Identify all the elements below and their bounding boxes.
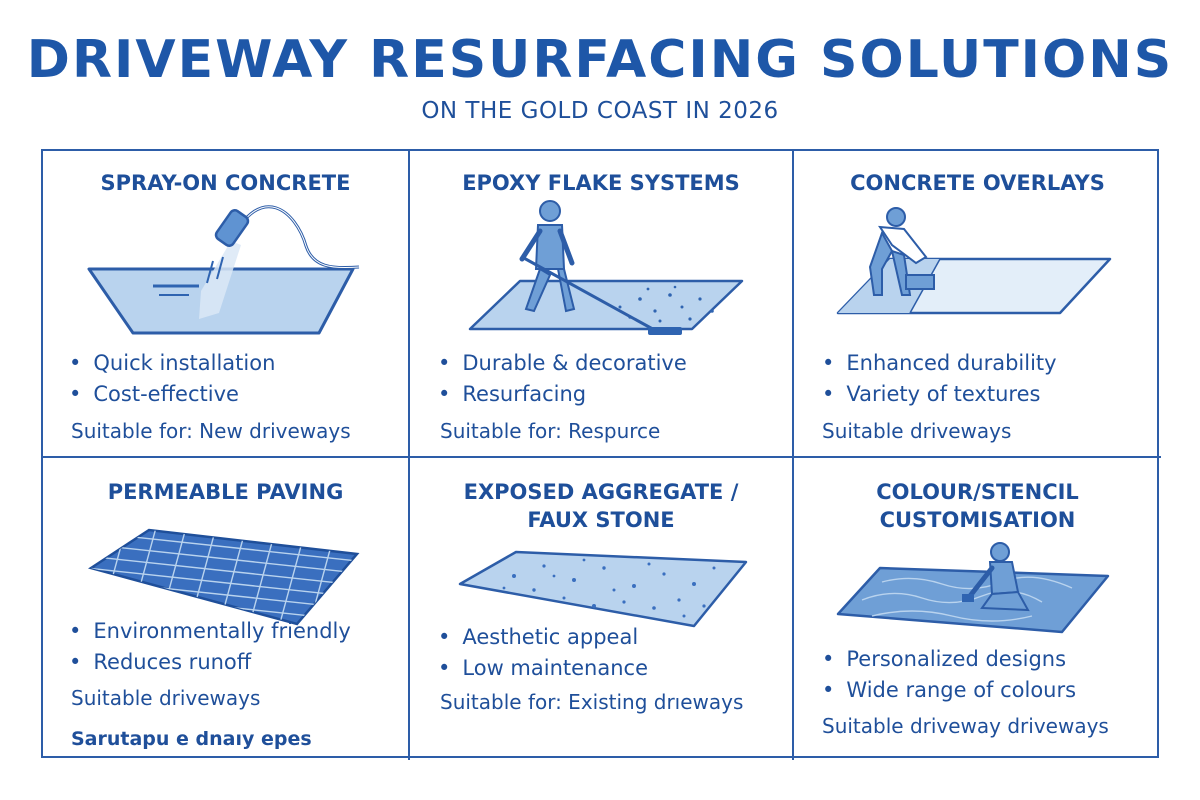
suitable-for: Suitable for: Respurce xyxy=(440,419,661,443)
card-spray-on-concrete: SPRAY-ON CONCRETE Quick installation Cos… xyxy=(43,151,410,458)
bullet-item: Enhanced durability xyxy=(822,348,1056,379)
bullet-item: Environmentally friendly xyxy=(69,616,350,647)
card-title: EPOXY FLAKE SYSTEMS xyxy=(462,171,740,195)
card-bullets: Aesthetic appeal Low maintenance xyxy=(438,622,648,684)
card-title: COLOUR/STENCIL xyxy=(876,480,1079,504)
solutions-grid: SPRAY-ON CONCRETE Quick installation Cos… xyxy=(41,149,1161,760)
card-exposed-aggregate: EXPOSED AGGREGATE / FAUX STONE Aesthetic… xyxy=(410,458,794,760)
spray-nozzle-icon xyxy=(87,205,360,335)
card-title: CONCRETE OVERLAYS xyxy=(850,171,1105,195)
card-title: PERMEABLE PAVING xyxy=(107,480,344,504)
suitable-for: Suitable for: Existing drıeways xyxy=(440,690,744,714)
card-permeable-paving: PERMEABLE PAVING xyxy=(43,458,410,760)
page-subtitle: ON THE GOLD COAST IN 2026 xyxy=(421,98,779,124)
suitable-for: Suitable driveways xyxy=(822,419,1012,443)
card-bullets: Personalized designs Wide range of colou… xyxy=(822,644,1076,706)
page-title: DRIVEWAY RESURFACING SOLUTIONS xyxy=(26,30,1174,90)
card-bullets: Enhanced durability Variety of textures xyxy=(822,348,1057,410)
bullet-item: Personalized designs xyxy=(822,644,1076,675)
suitable-for: Suitable driveways xyxy=(71,686,261,710)
bullet-item: Low maintenance xyxy=(438,653,648,684)
bullet-item: Aesthetic appeal xyxy=(438,622,648,653)
worker-trowel-icon xyxy=(836,207,1112,315)
bullet-item: Resurfacing xyxy=(438,379,687,410)
card-title-line2: FAUX STONE xyxy=(527,508,675,532)
bullet-item: Cost-effective xyxy=(69,379,275,410)
bullet-item: Quick installation xyxy=(69,348,275,379)
card-bullets: Environmentally friendly Reduces runoff xyxy=(69,616,351,678)
aggregate-slab-icon xyxy=(458,550,748,628)
bullet-item: Reduces runoff xyxy=(69,647,351,678)
card-epoxy-flake-systems: EPOXY FLAKE SYSTEMS Durable & decorative… xyxy=(410,151,794,458)
worker-broom-icon xyxy=(468,200,744,335)
bullet-item: Durable & decorative xyxy=(438,348,686,379)
bullet-item: Wide range of colours xyxy=(822,675,1076,706)
card-colour-stencil: COLOUR/STENCIL CUSTOMISATION Personalize… xyxy=(794,458,1161,760)
worker-stencil-icon xyxy=(836,542,1110,634)
card-bullets: Durable & decorative Resurfacing xyxy=(438,348,687,410)
card-title: SPRAY-ON CONCRETE xyxy=(100,171,351,195)
bullet-item: Variety of textures xyxy=(822,379,1057,410)
garbled-caption: Sarutapu e dnaıy epes xyxy=(71,728,312,750)
card-bullets: Quick installation Cost-effective xyxy=(69,348,275,410)
card-concrete-overlays: CONCRETE OVERLAYS Enhanced durability Va… xyxy=(794,151,1161,458)
suitable-for: Suitable for: New driveways xyxy=(71,419,351,443)
suitable-for: Suitable driveway driveways xyxy=(822,714,1109,738)
card-title: EXPOSED AGGREGATE / xyxy=(463,480,739,504)
card-title-line2: CUSTOMISATION xyxy=(879,508,1076,532)
